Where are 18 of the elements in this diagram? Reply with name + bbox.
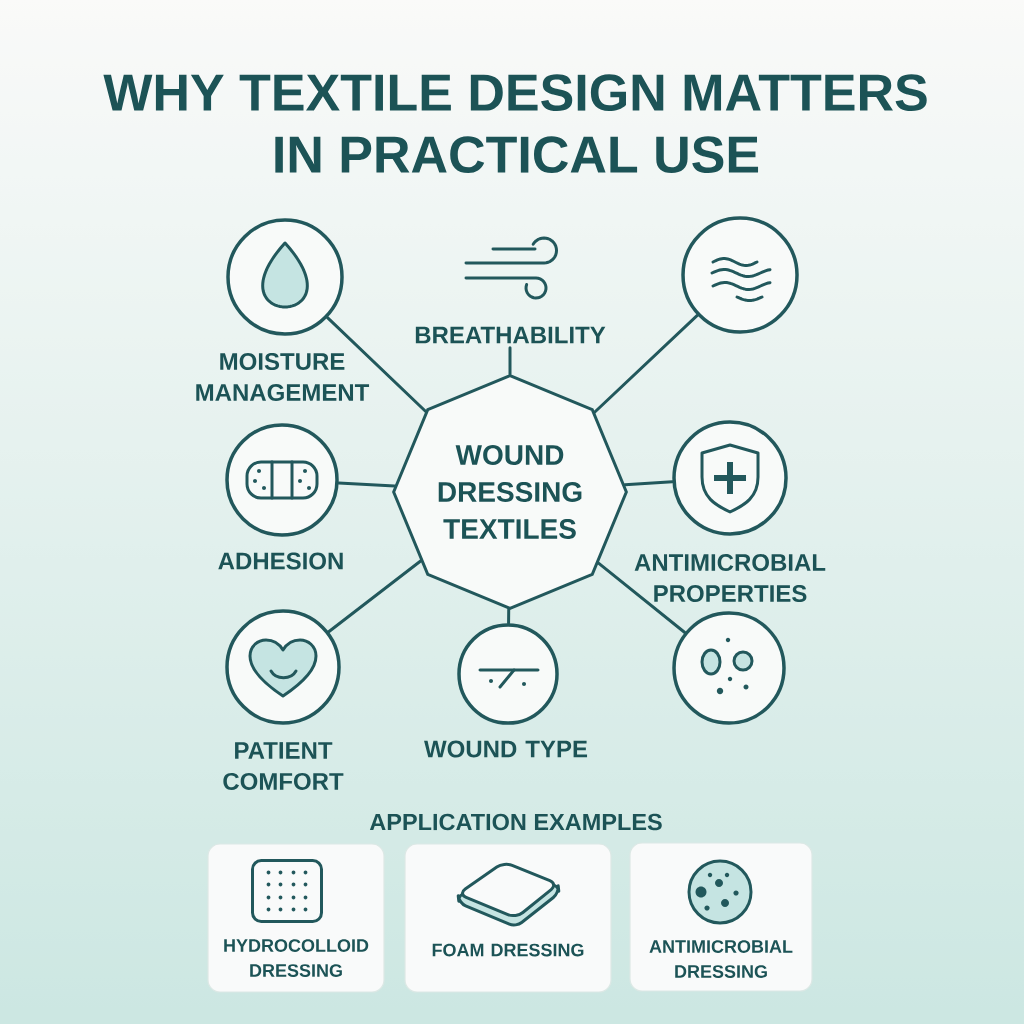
feature-label: PATIENT COMFORT — [223, 742, 344, 790]
feature-label: WOUND TYPE — [424, 740, 588, 758]
feature-label: BREATHABILITY — [415, 326, 606, 344]
section-heading: APPLICATION EXAMPLES — [369, 813, 662, 831]
connector-line — [623, 480, 674, 487]
connector-line — [508, 346, 512, 376]
connector-line — [327, 559, 423, 634]
octagon: WOUND DRESSING TEXTILES — [392, 374, 628, 610]
example-card: HYDROCOLLOID DRESSING — [207, 843, 385, 993]
feature-label: MOISTURE MANAGEMENT — [196, 353, 370, 401]
feature-label: ANTIMICROBIAL PROPERTIES — [634, 554, 826, 602]
connector-line — [326, 316, 427, 413]
feature-label: ADHESION — [218, 552, 343, 570]
connector-line — [597, 561, 687, 634]
connector-line — [337, 481, 397, 488]
connector-line — [507, 607, 511, 625]
title: WHY TEXTILE DESIGN MATTERS IN PRACTICAL USE — [103, 74, 927, 174]
connector-line — [593, 313, 699, 414]
